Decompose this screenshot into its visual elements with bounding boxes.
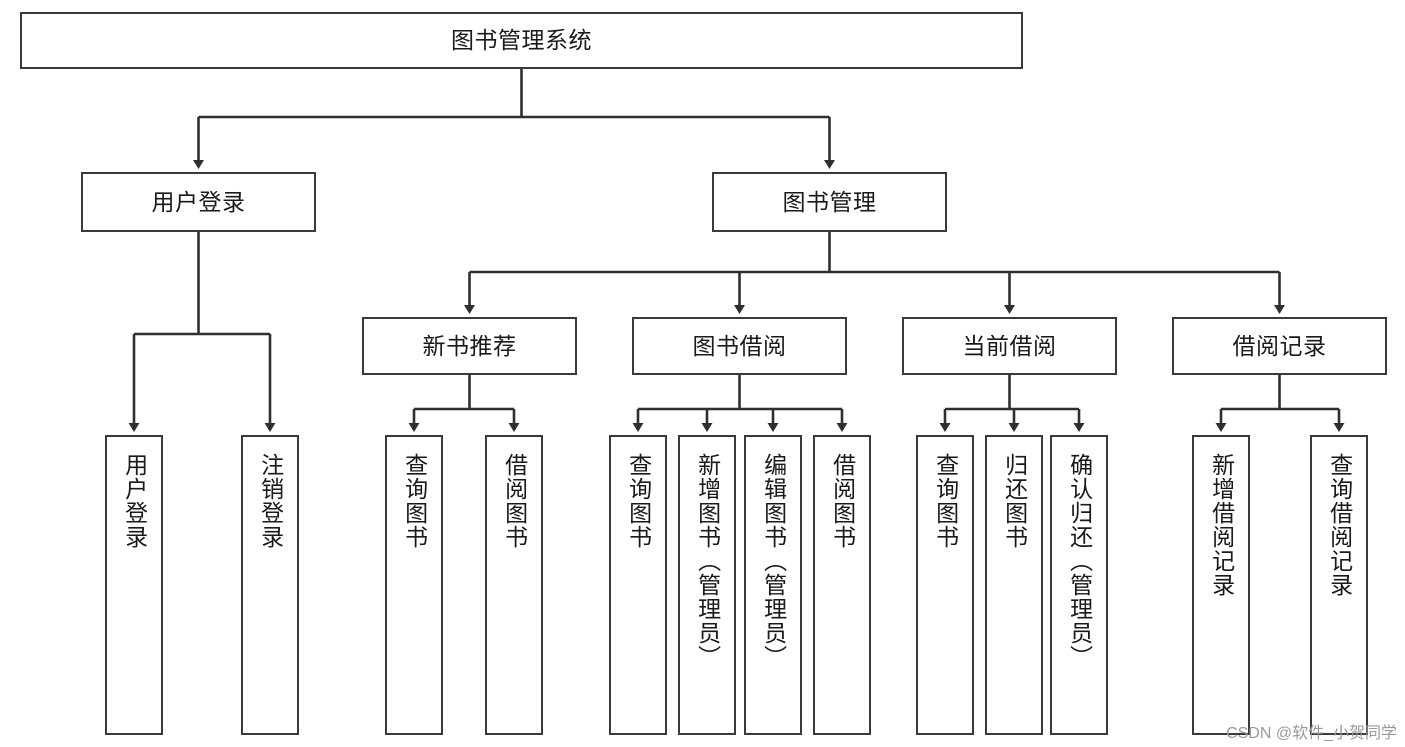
node-root-label: 图书管理系统: [451, 27, 592, 54]
node-book-borrow[interactable]: 图书借阅: [632, 317, 847, 375]
node-leaf-add-record-label: 新增借阅记录: [1208, 453, 1235, 597]
node-new-book-recommend[interactable]: 新书推荐: [362, 317, 577, 375]
node-leaf-edit-book-admin-label: 编辑图书（管理员）: [760, 453, 787, 669]
node-leaf-query-record[interactable]: 查询借阅记录: [1310, 435, 1368, 735]
node-leaf-query-book-current[interactable]: 查询图书: [916, 435, 974, 735]
node-borrow-record[interactable]: 借阅记录: [1172, 317, 1387, 375]
node-leaf-add-record[interactable]: 新增借阅记录: [1192, 435, 1250, 735]
node-leaf-query-book-rec-label: 查询图书: [401, 453, 428, 549]
node-leaf-return-book[interactable]: 归还图书: [985, 435, 1043, 735]
node-leaf-query-book-borrow[interactable]: 查询图书: [609, 435, 667, 735]
node-leaf-query-record-label: 查询借阅记录: [1326, 453, 1353, 597]
node-leaf-user-login-label: 用户登录: [121, 453, 148, 549]
node-new-book-recommend-label: 新书推荐: [422, 332, 517, 359]
node-root[interactable]: 图书管理系统: [20, 12, 1023, 69]
node-user-login-label: 用户登录: [151, 188, 246, 215]
node-leaf-user-login[interactable]: 用户登录: [105, 435, 163, 735]
node-leaf-query-book-rec[interactable]: 查询图书: [385, 435, 443, 735]
node-leaf-add-book-admin[interactable]: 新增图书（管理员）: [678, 435, 736, 735]
node-leaf-borrow-book[interactable]: 借阅图书: [813, 435, 871, 735]
node-leaf-confirm-return[interactable]: 确认归还（管理员）: [1050, 435, 1108, 735]
node-leaf-confirm-return-label: 确认归还（管理员）: [1066, 453, 1093, 669]
node-leaf-borrow-book-rec-label: 借阅图书: [501, 453, 528, 549]
node-book-borrow-label: 图书借阅: [692, 332, 787, 359]
node-leaf-query-book-current-label: 查询图书: [932, 453, 959, 549]
node-current-borrow-label: 当前借阅: [962, 332, 1057, 359]
node-leaf-return-book-label: 归还图书: [1001, 453, 1028, 549]
node-current-borrow[interactable]: 当前借阅: [902, 317, 1117, 375]
node-borrow-record-label: 借阅记录: [1232, 332, 1327, 359]
node-leaf-borrow-book-rec[interactable]: 借阅图书: [485, 435, 543, 735]
node-leaf-query-book-borrow-label: 查询图书: [625, 453, 652, 549]
node-leaf-logout-label: 注销登录: [257, 453, 284, 549]
node-leaf-logout[interactable]: 注销登录: [241, 435, 299, 735]
watermark: CSDN @软件_小贺同学: [1226, 725, 1397, 742]
node-book-manage[interactable]: 图书管理: [712, 172, 947, 232]
node-book-manage-label: 图书管理: [782, 188, 877, 215]
node-leaf-borrow-book-label: 借阅图书: [829, 453, 856, 549]
node-user-login[interactable]: 用户登录: [81, 172, 316, 232]
node-leaf-edit-book-admin[interactable]: 编辑图书（管理员）: [744, 435, 802, 735]
node-leaf-add-book-admin-label: 新增图书（管理员）: [694, 453, 721, 669]
